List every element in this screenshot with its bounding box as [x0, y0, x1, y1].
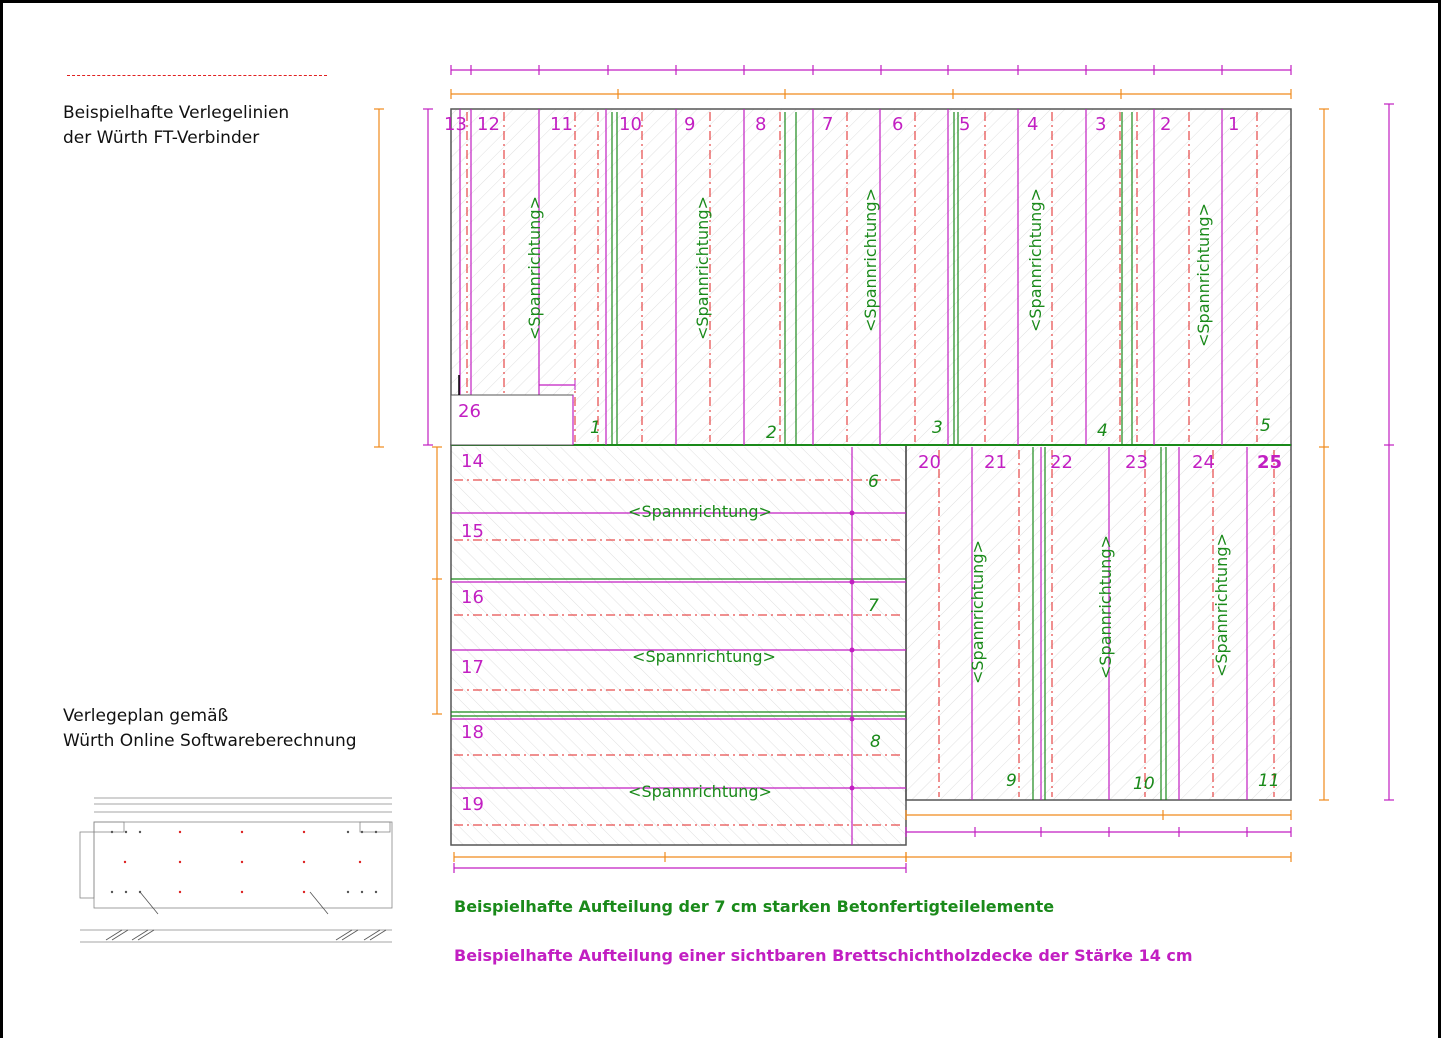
right-panel-number: 21: [984, 452, 1007, 473]
concrete-element-number: 8: [870, 732, 881, 752]
top-panel-number: 6: [892, 114, 903, 135]
strip-number: 16: [461, 587, 484, 608]
top-panel-number: 1: [1228, 114, 1239, 135]
concrete-element-number: 10: [1133, 774, 1155, 794]
concrete-element-number: 3: [932, 418, 943, 438]
right-panel-number: 22: [1050, 452, 1073, 473]
hatch-top-zone: [451, 109, 1291, 445]
top-panel-number: 9: [684, 114, 695, 135]
strip-number: 15: [461, 521, 484, 542]
joint-node: [849, 647, 855, 653]
plan-title-line2: Würth Online Softwareberechnung: [63, 731, 357, 751]
joint-node: [849, 716, 855, 722]
concrete-element-number: 2: [766, 423, 777, 443]
concrete-element-number: 9: [1006, 771, 1017, 791]
green-caption: Beispielhafte Aufteilung der 7 cm starke…: [454, 897, 1055, 916]
span-direction-label: <Spannrichtung>: [1026, 188, 1045, 332]
span-direction-label: <Spannrichtung>: [968, 540, 987, 684]
right-panel-number: 20: [918, 452, 941, 473]
joint-node: [849, 579, 855, 585]
concrete-element-number: 11: [1258, 771, 1280, 791]
legend-dashed-line: [67, 75, 327, 76]
concrete-element-number: 1: [590, 418, 601, 438]
small-panel-number: 26: [458, 401, 481, 422]
span-direction-label: <Spannrichtung>: [693, 196, 712, 340]
top-panel-number: 2: [1160, 114, 1171, 135]
plan-title-line1: Verlegeplan gemäß: [63, 706, 229, 726]
span-direction-label: <Spannrichtung>: [628, 782, 772, 801]
top-panel-number: 11: [550, 114, 573, 135]
span-direction-label: <Spannrichtung>: [1212, 533, 1231, 677]
legend-title-line1: Beispielhafte Verlegelinien: [63, 103, 290, 123]
top-panel-number: 8: [755, 114, 766, 135]
strip-number: 14: [461, 451, 484, 472]
strip-number: 18: [461, 722, 484, 743]
top-panel-number: 5: [959, 114, 970, 135]
top-panel-number: 3: [1095, 114, 1106, 135]
top-panel-number: 7: [822, 114, 833, 135]
right-panel-number: 25: [1257, 452, 1282, 473]
right-panel-number: 24: [1192, 452, 1215, 473]
legend-title-line2: der Würth FT-Verbinder: [63, 128, 260, 148]
concrete-element-number: 7: [868, 596, 879, 616]
top-panel-number: 10: [619, 114, 642, 135]
concrete-element-number: 4: [1097, 421, 1108, 441]
concrete-element-number: 5: [1260, 416, 1271, 436]
span-direction-label: <Spannrichtung>: [525, 196, 544, 340]
joint-node: [849, 510, 855, 516]
top-panel-number: 12: [477, 114, 500, 135]
strip-number: 19: [461, 794, 484, 815]
strip-number: 17: [461, 657, 484, 678]
concrete-element-number: 6: [868, 472, 879, 492]
span-direction-label: <Spannrichtung>: [1096, 535, 1115, 679]
connector-detail-sketch: [79, 797, 393, 943]
hatch-right-zone: [906, 447, 1291, 800]
span-direction-label: <Spannrichtung>: [1194, 203, 1213, 347]
magenta-caption: Beispielhafte Aufteilung einer sichtbare…: [454, 946, 1193, 965]
joint-node: [849, 785, 855, 791]
span-direction-label: <Spannrichtung>: [861, 188, 880, 332]
top-panel-number: 13: [444, 114, 467, 135]
top-panel-number: 4: [1027, 114, 1038, 135]
right-panel-number: 23: [1125, 452, 1148, 473]
span-direction-label: <Spannrichtung>: [628, 502, 772, 521]
span-direction-label: <Spannrichtung>: [632, 647, 776, 666]
